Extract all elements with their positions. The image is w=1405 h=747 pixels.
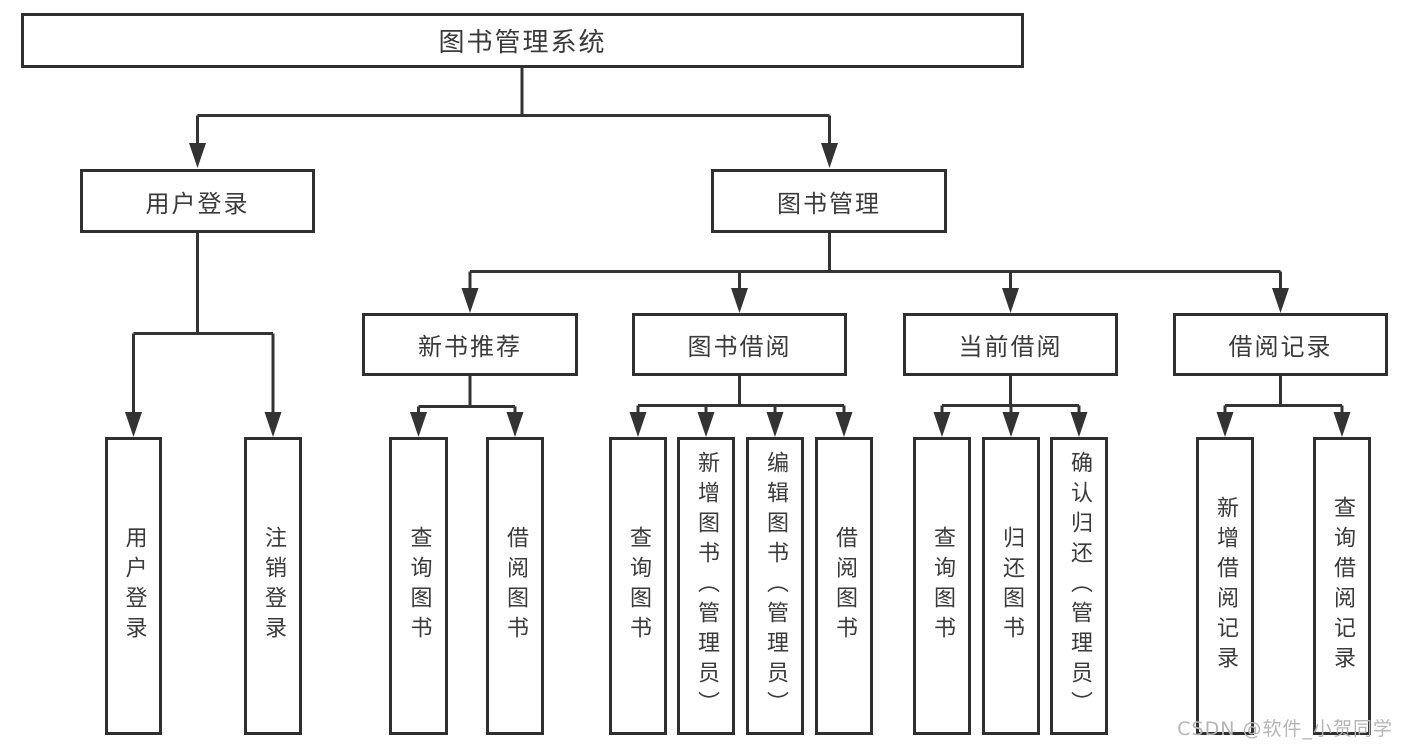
leaf-query-books-3: 查询图书 [913,437,971,735]
leaf-add-borrow-record: 新增借阅记录 [1196,437,1254,735]
arrowhead-leaf-query-books-2 [629,412,647,437]
arrowhead-book-management [821,143,838,168]
leaf-add-books-admin: 新增图书（管理员） [677,437,735,735]
leaf-borrow-books-1: 借阅图书 [486,437,544,735]
leaf-label: 查询图书 [406,526,432,646]
node-label: 用户登录 [145,189,250,218]
arrowhead-borrow-records [1272,288,1289,313]
node-label: 借阅记录 [1228,333,1333,361]
arrowhead-leaf-add-borrow-record [1216,412,1234,437]
connector-borrow-records-children [1223,376,1344,416]
node-label: 图书管理 [777,189,881,218]
leaf-query-books-2: 查询图书 [609,437,667,735]
arrowhead-book-borrow [731,288,748,313]
node-book-borrow: 图书借阅 [632,313,847,376]
leaf-label: 借阅图书 [832,526,857,646]
node-current-borrow: 当前借阅 [903,313,1118,376]
leaf-query-borrow-record: 查询借阅记录 [1313,437,1371,735]
node-new-book-recommend: 新书推荐 [362,313,578,376]
arrowhead-leaf-return-books [1002,412,1020,437]
node-user-login: 用户登录 [80,169,315,233]
node-label: 当前借阅 [958,333,1063,361]
arrowhead-new-book-recommend [461,288,479,313]
connector-new-book-recommend-children [417,376,517,416]
connector-current-borrow-children [940,376,1081,416]
node-borrow-records: 借阅记录 [1173,313,1388,376]
leaf-label: 新增借阅记录 [1213,496,1238,676]
node-label: 图书借阅 [687,333,792,361]
leaf-label: 归还图书 [999,526,1024,646]
arrowhead-leaf-borrow-books-2 [835,412,853,437]
node-library-management-system: 图书管理系统 [21,13,1024,68]
arrowhead-user-login [189,143,206,168]
leaf-confirm-return-admin: 确认归还（管理员） [1050,437,1108,735]
node-label: 新书推荐 [418,333,522,361]
arrowhead-leaf-user-login [125,412,142,437]
leaf-label: 查询借阅记录 [1330,496,1355,676]
arrowhead-leaf-add-books [697,412,715,437]
leaf-label: 确认归还（管理员） [1067,451,1092,721]
arrowhead-leaf-confirm-return [1070,412,1088,437]
leaf-logout: 注销登录 [244,437,302,735]
connector-user-login-children [132,232,275,415]
leaf-borrow-books-2: 借阅图书 [815,437,873,735]
connector-root-to-level2 [196,66,831,146]
leaf-label: 借阅图书 [503,526,528,646]
connector-book-borrow-children [636,376,846,416]
node-label: 图书管理系统 [438,28,607,58]
arrowhead-leaf-logout [264,412,282,437]
leaf-query-books-1: 查询图书 [389,437,448,735]
leaf-label: 查询图书 [930,526,955,646]
leaf-label: 编辑图书（管理员） [763,451,788,721]
leaf-edit-books-admin: 编辑图书（管理员） [746,437,804,735]
arrowhead-leaf-query-borrow-record [1333,412,1351,437]
connector-book-management-children [468,233,1282,291]
node-book-management: 图书管理 [711,169,947,233]
leaf-user-login: 用户登录 [105,437,162,735]
arrowhead-current-borrow [1002,288,1019,313]
leaf-label: 用户登录 [121,526,147,646]
csdn-watermark: CSDN @软件_小贺同学 [1177,718,1393,740]
leaf-return-books: 归还图书 [982,437,1040,735]
arrowhead-leaf-borrow-books-1 [506,412,524,437]
leaf-label: 注销登录 [261,526,286,646]
arrowhead-leaf-query-books-3 [933,412,951,437]
arrowhead-leaf-query-books-1 [410,412,427,437]
arrowhead-leaf-edit-books [766,412,784,437]
leaf-label: 查询图书 [626,526,651,646]
leaf-label: 新增图书（管理员） [694,451,719,721]
